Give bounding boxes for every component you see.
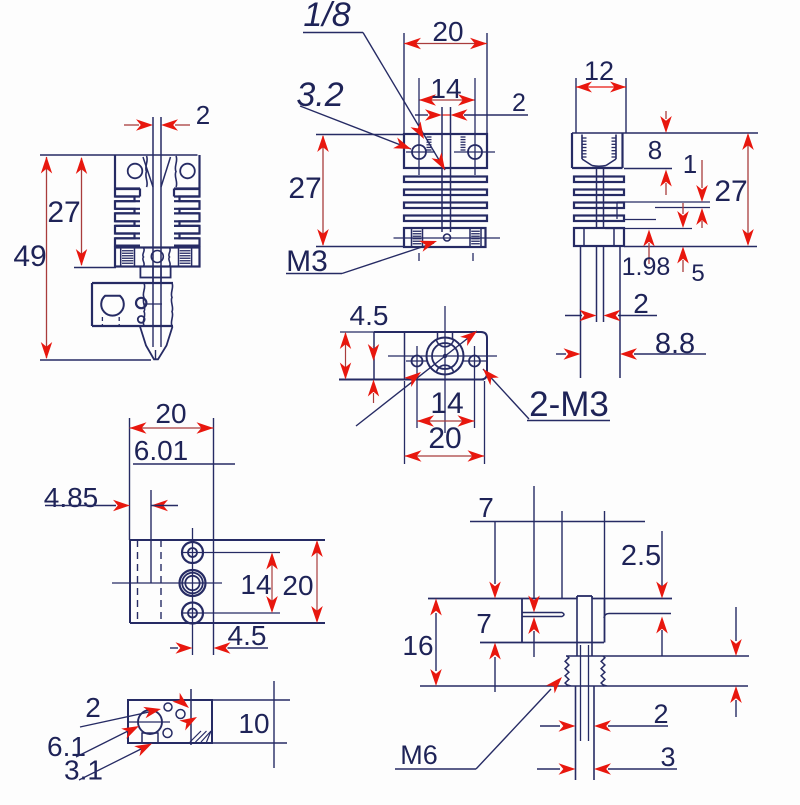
svg-text:6.1: 6.1 [47, 731, 86, 762]
svg-text:12: 12 [584, 56, 614, 86]
svg-text:20: 20 [428, 422, 461, 455]
svg-text:8: 8 [648, 135, 662, 165]
svg-text:4.5: 4.5 [228, 620, 267, 651]
svg-text:2-M3: 2-M3 [529, 385, 609, 424]
svg-text:M6: M6 [400, 740, 438, 770]
svg-text:20: 20 [155, 398, 186, 429]
svg-text:27: 27 [47, 196, 80, 229]
svg-text:14: 14 [430, 387, 463, 420]
svg-text:4.5: 4.5 [350, 300, 389, 331]
svg-text:3.2: 3.2 [296, 76, 343, 114]
svg-text:5: 5 [691, 260, 704, 287]
svg-text:4.85: 4.85 [44, 482, 99, 513]
svg-text:27: 27 [288, 172, 321, 205]
svg-text:49: 49 [13, 240, 46, 273]
svg-text:27: 27 [714, 175, 747, 208]
svg-text:2: 2 [633, 288, 649, 319]
svg-text:16: 16 [402, 630, 433, 661]
svg-text:3: 3 [660, 742, 675, 772]
svg-text:1: 1 [683, 149, 697, 179]
svg-text:1.98: 1.98 [622, 253, 671, 281]
svg-text:20: 20 [432, 16, 463, 47]
svg-text:10: 10 [238, 708, 269, 739]
svg-text:3.1: 3.1 [64, 755, 103, 786]
svg-text:2: 2 [653, 699, 668, 729]
svg-text:2: 2 [85, 692, 101, 723]
svg-text:7: 7 [478, 492, 494, 523]
svg-text:2.5: 2.5 [621, 540, 661, 572]
svg-text:2: 2 [196, 100, 210, 130]
svg-text:8.8: 8.8 [655, 328, 695, 360]
svg-text:14: 14 [240, 569, 271, 600]
svg-text:6.01: 6.01 [134, 435, 189, 466]
svg-text:7: 7 [476, 608, 492, 639]
svg-text:14: 14 [430, 73, 461, 104]
svg-text:M3: M3 [286, 245, 328, 278]
svg-text:2: 2 [512, 89, 526, 117]
svg-text:1/8: 1/8 [303, 0, 350, 34]
svg-text:20: 20 [282, 570, 313, 601]
